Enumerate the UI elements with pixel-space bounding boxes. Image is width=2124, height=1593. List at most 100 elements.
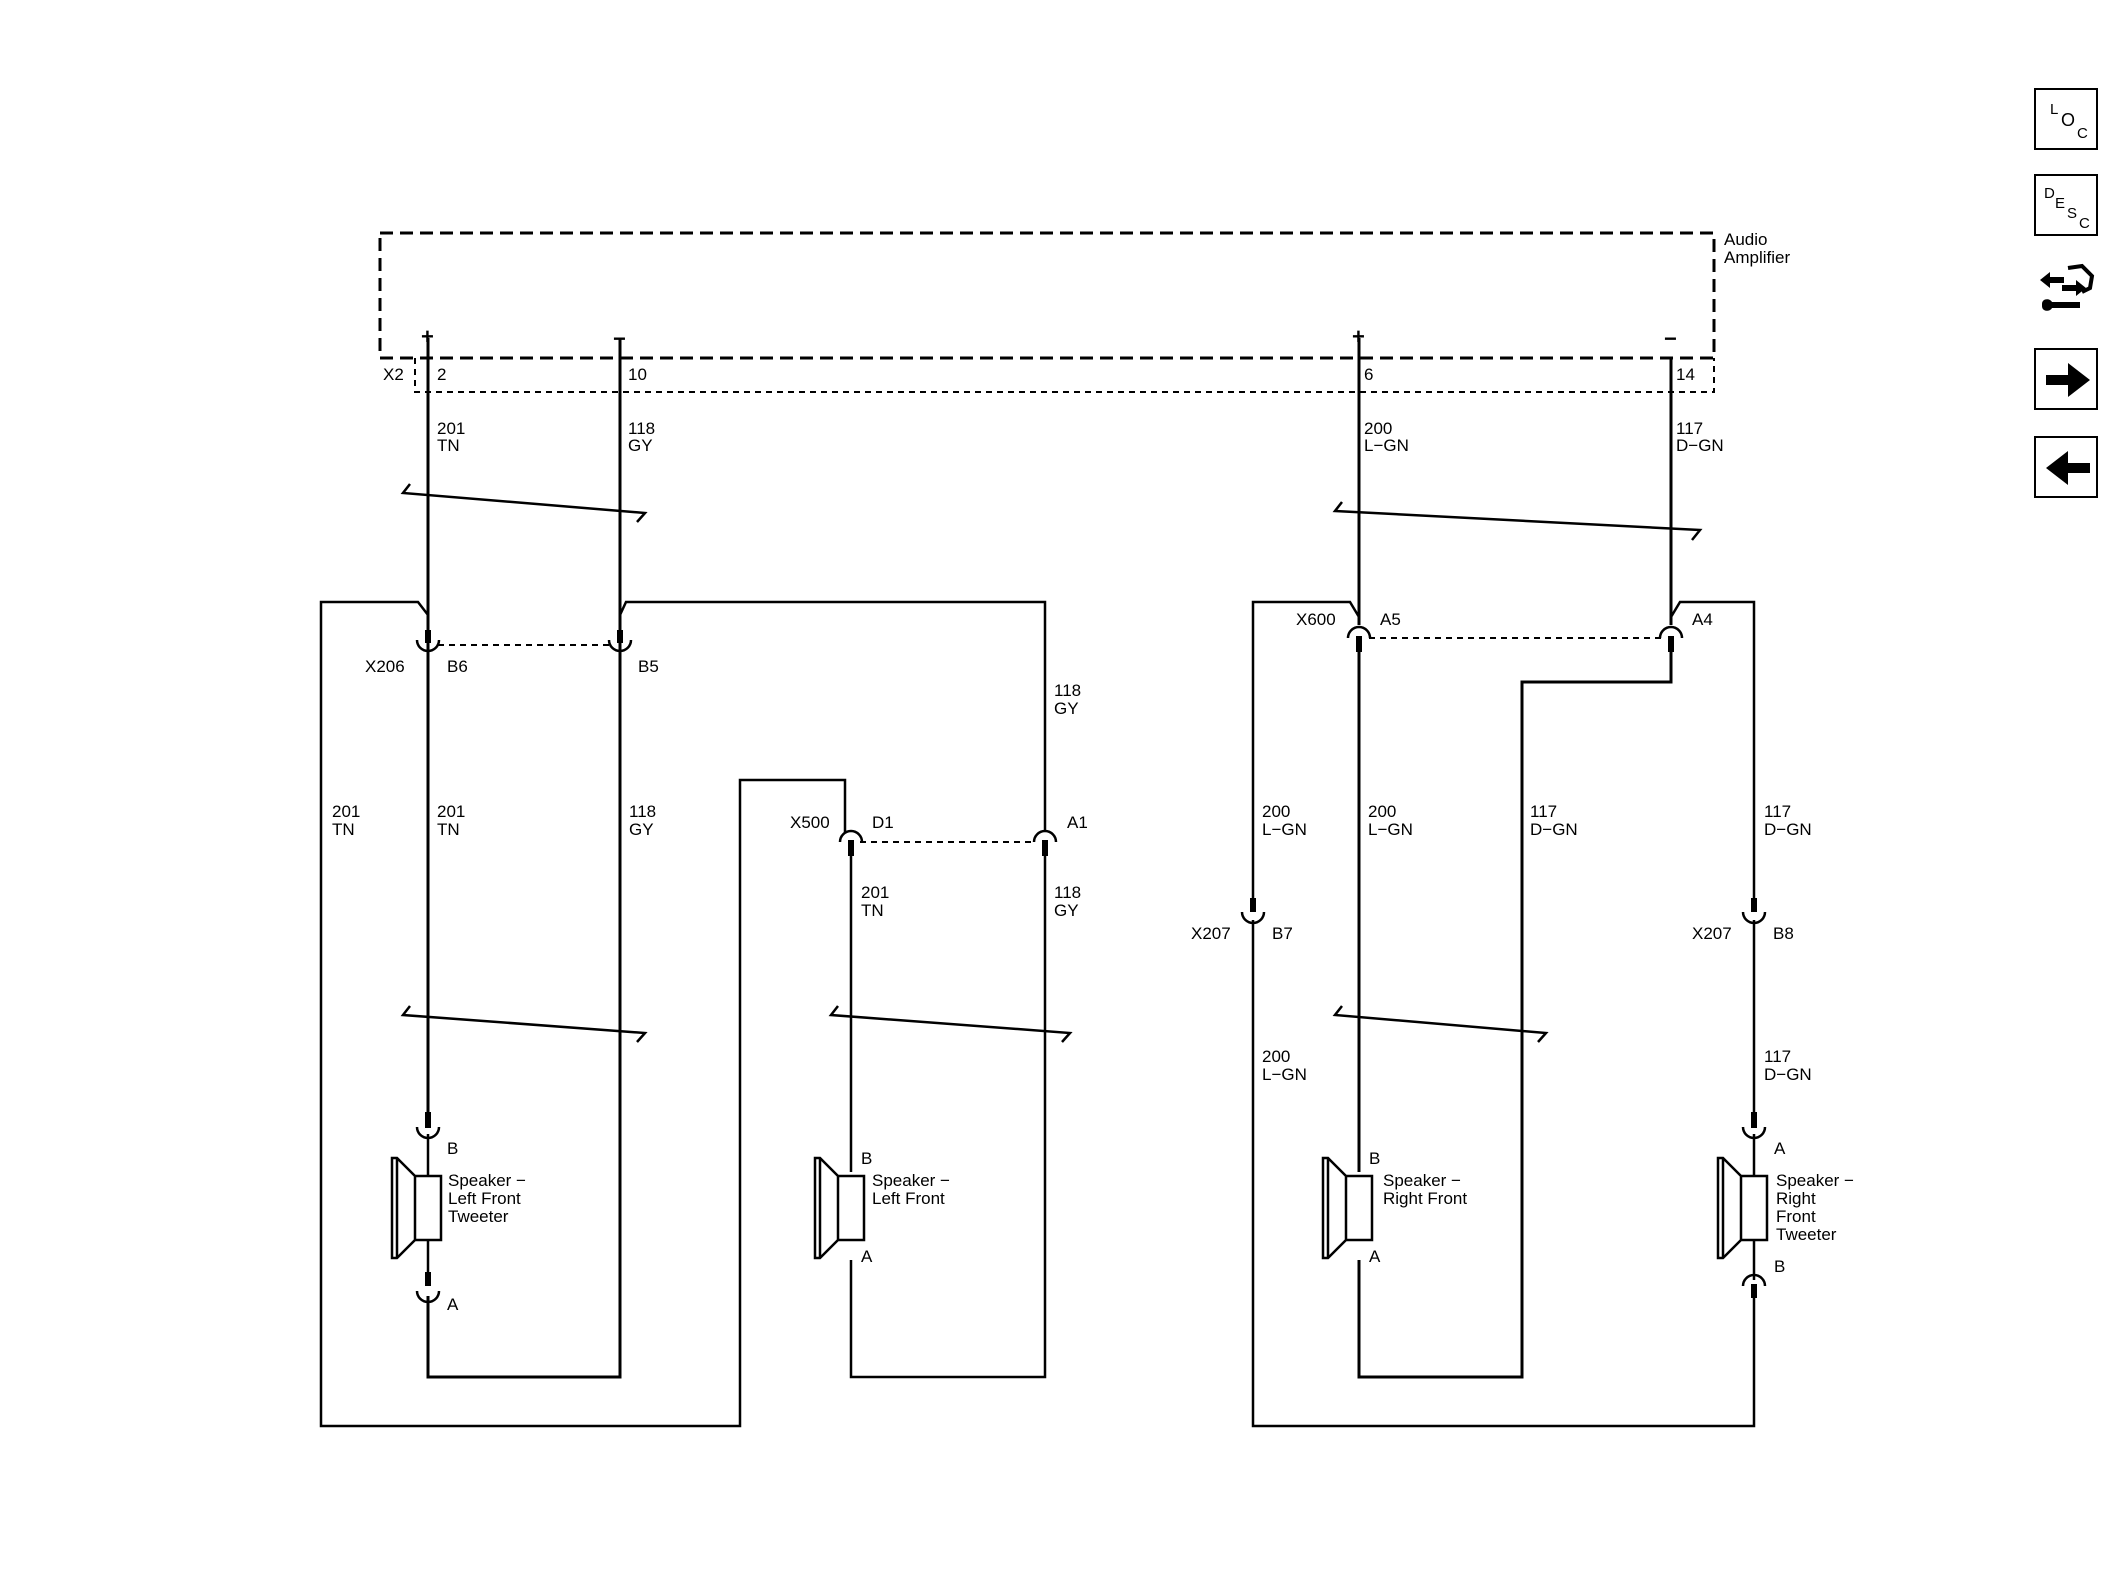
connector-name: X206 [365,657,405,676]
wire-label-color: D−GN [1764,1065,1812,1084]
previous-page-button[interactable] [2034,436,2098,498]
wire-117-dgn-outer-loop [1669,600,1756,900]
speaker-label: Front [1776,1207,1816,1226]
connector-name: X207 [1692,924,1732,943]
svg-text:E: E [2055,195,2065,212]
speaker-label: Speaker − [448,1171,526,1190]
wire-200-lgn-x207-tweeter [1251,920,1756,1428]
connector-receptacle [838,829,864,843]
amplifier-outline [378,231,1716,360]
connector-pin-label: B8 [1773,924,1794,943]
wire-label-color: TN [332,820,355,839]
svg-text:D: D [2044,185,2055,202]
connector-receptacle [1346,625,1372,639]
amp-pin-sign-1: + [421,324,434,349]
connector-pin-label: D1 [872,813,894,832]
wire-label-color: TN [437,436,460,455]
connector-receptacle [415,639,441,653]
wire-118-gy-tweeter-return [426,640,622,1379]
wire-117-dgn-right-front-return [1357,640,1673,1379]
speaker-label: Speaker − [872,1171,950,1190]
amp-pin-number-4: 14 [1676,365,1695,384]
wire-label-num: 117 [1530,802,1557,821]
arrow-right-icon [2046,363,2090,397]
description-icon: D E S C [2044,185,2090,232]
next-page-button[interactable] [2034,348,2098,410]
speaker-label: Tweeter [448,1207,509,1226]
wire-label-color: D−GN [1676,436,1724,455]
wire-label-color: L−GN [1262,820,1307,839]
connector-receptacle [1741,1273,1767,1287]
speaker-pin-label: B [447,1139,458,1158]
wire-label-num: 201 [437,802,465,821]
svg-text:O: O [2061,110,2075,130]
connector-pin-label: B5 [638,657,659,676]
svg-text:L: L [2050,101,2058,118]
wire-label-num: 118 [1054,883,1081,902]
amplifier-name-2: Amplifier [1724,248,1790,267]
amp-pin-number-3: 6 [1364,365,1373,384]
wire-200-lgn-outer-loop [1251,600,1361,900]
speaker-pin-label: A [447,1295,459,1314]
connector-pin-label: A4 [1692,610,1713,629]
connector-receptacle [1741,911,1767,925]
twisted-pair-symbol [1332,1005,1549,1043]
wire-label-num: 201 [332,802,360,821]
speaker-label: Speaker − [1383,1171,1461,1190]
speaker-label: Left Front [448,1189,521,1208]
connector-receptacle [415,1290,441,1304]
description-button[interactable]: D E S C [2034,174,2098,236]
wire-label-color: GY [629,820,654,839]
wire-label-color: D−GN [1530,820,1578,839]
wire-label-num: 117 [1676,419,1703,438]
twisted-pair-symbol [400,1005,648,1043]
wire-label-color: GY [1054,699,1079,718]
speaker-pin-label: B [1369,1149,1380,1168]
speaker-icon [1716,1156,1769,1260]
wire-label-num: 201 [437,419,465,438]
connector-receptacle [607,639,633,653]
wire-label-num: 117 [1764,802,1791,821]
wire-label-num: 118 [1054,681,1081,700]
wire-label-color: L−GN [1262,1065,1307,1084]
speaker-label: Tweeter [1776,1225,1837,1244]
wire-label-num: 118 [628,419,655,438]
wire-118-gy-left-front-return [849,842,1047,1379]
wire-label-num: 200 [1262,802,1290,821]
connector-name: X500 [790,813,830,832]
connector-pin-label: A1 [1067,813,1088,832]
wire-label-num: 118 [629,802,656,821]
wire-label-color: D−GN [1764,820,1812,839]
connector-info-button[interactable] [2034,258,2098,320]
speaker-icon [390,1156,443,1260]
wire-label-color: TN [861,901,884,920]
wire-label-num: 200 [1364,419,1392,438]
svg-text:S: S [2067,205,2077,222]
speaker-label: Right [1776,1189,1816,1208]
wire-label-num: 201 [861,883,889,902]
connector-name: X600 [1296,610,1336,629]
wire-label-num: 117 [1764,1047,1791,1066]
twisted-pair-symbol [400,483,648,523]
svg-text:C: C [2079,215,2090,232]
speaker-pin-label: A [1369,1247,1381,1266]
twisted-pair-symbol [828,1005,1073,1043]
wire-label-color: GY [628,436,653,455]
speaker-pin-label: B [861,1149,872,1168]
speaker-label: Speaker − [1776,1171,1854,1190]
speaker-pin-label: B [1774,1257,1785,1276]
wire-201-tn-outer-loop [319,600,847,1428]
speaker-pin-label: A [861,1247,873,1266]
amplifier-name: Audio [1724,230,1767,249]
connector-receptacle [1032,829,1058,843]
location-icon: L O C [2050,101,2088,142]
location-button[interactable]: L O C [2034,88,2098,150]
twisted-pair-symbol [1332,501,1703,541]
amplifier-connector-outline [414,358,1715,393]
speaker-icon [1321,1156,1374,1260]
wire-118-gy-upper-loop [618,600,1047,832]
amp-pin-number-1: 2 [437,365,446,384]
amp-pin-sign-3: + [1352,324,1365,349]
wire-label-color: GY [1054,901,1079,920]
